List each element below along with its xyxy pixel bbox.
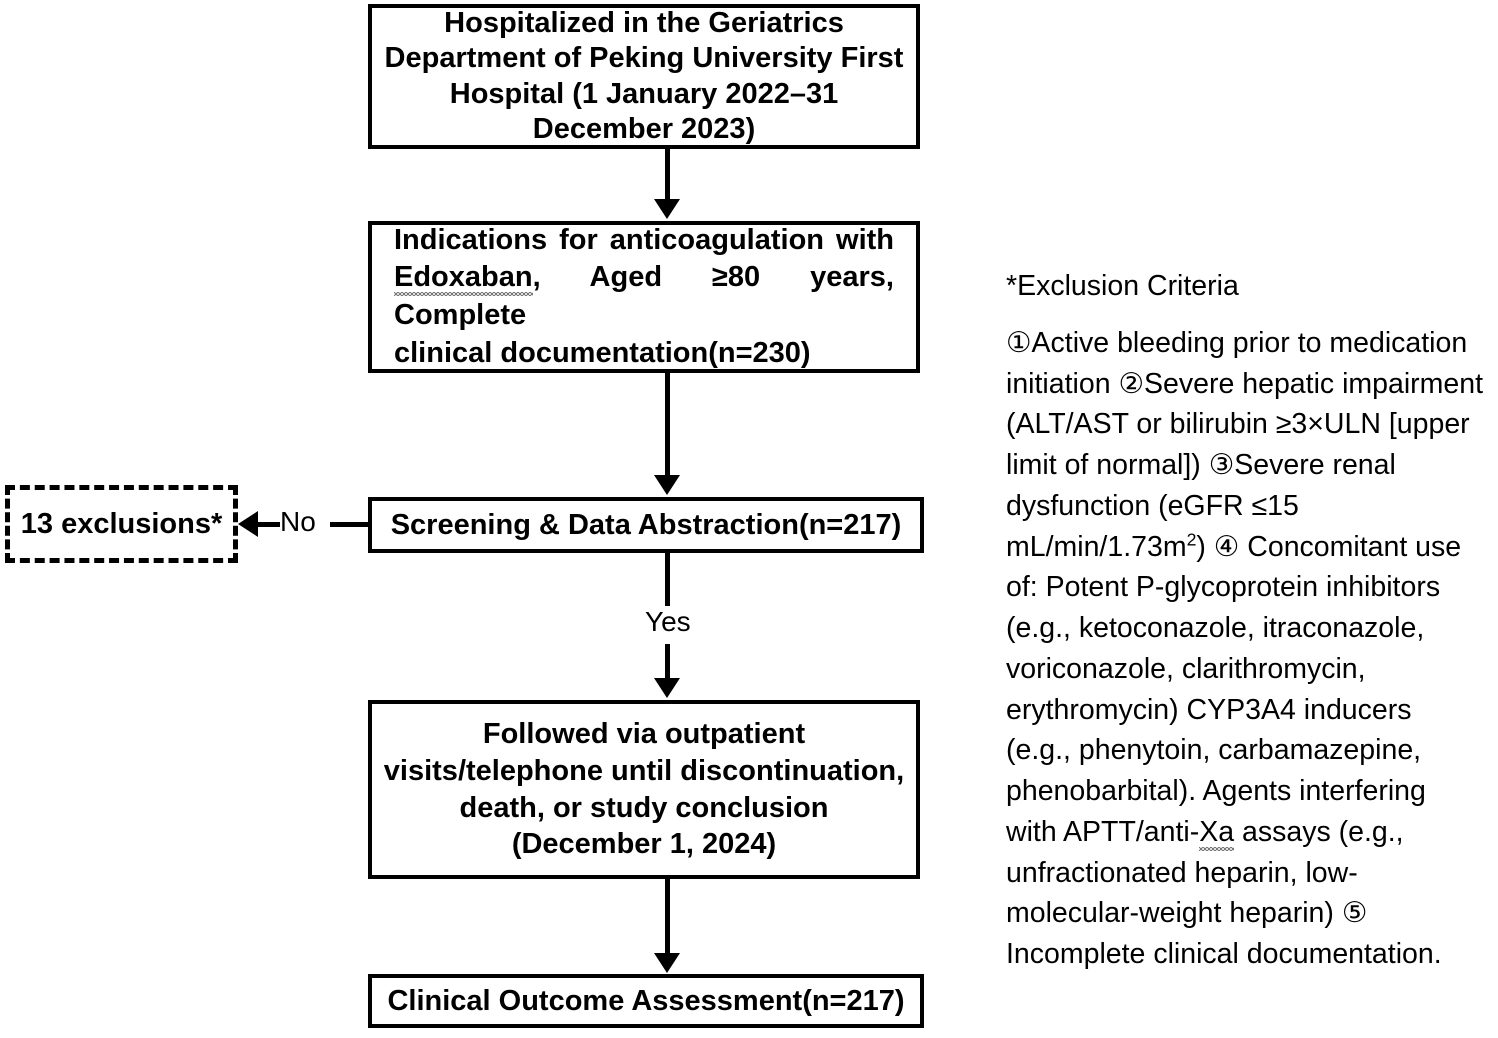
- connector-followup-to-outcome: [665, 879, 670, 956]
- criteria-body-superscript: 2: [1186, 529, 1197, 549]
- flow-node-exclusions: 13 exclusions*: [5, 485, 238, 563]
- flow-node-indications-label: Indications for anticoagulation with Edo…: [372, 222, 916, 373]
- flow-node-exclusions-label: 13 exclusions*: [20, 507, 223, 540]
- connector-hospitalized-to-indications: [665, 149, 670, 202]
- flow-node-indications: Indications for anticoagulation with Edo…: [368, 221, 920, 373]
- flow-node-followup-label: Followed via outpatient visits/telephone…: [383, 718, 905, 861]
- flow-node-screening-label: Screening & Data Abstraction(n=217): [390, 508, 902, 541]
- flow-node-hospitalized-label: Hospitalized in the Geriatrics Departmen…: [384, 6, 904, 145]
- criteria-body-part-1: ①Active bleeding prior to medication ini…: [1006, 326, 1484, 563]
- flow-node-outcome-label: Clinical Outcome Assessment(n=217): [387, 984, 905, 1017]
- indications-line-2-rest: , Aged ≥80 years, Complete: [394, 261, 894, 331]
- connector-screening-to-exclusions-left: [258, 522, 280, 527]
- connector-screening-to-followup-upper: [665, 553, 670, 610]
- arrowhead-down-screening: [654, 475, 680, 495]
- connector-screening-to-exclusions-right: [330, 522, 370, 527]
- exclusion-criteria-title: *Exclusion Criteria: [1006, 270, 1239, 302]
- edge-label-no: No: [276, 506, 320, 538]
- arrowhead-down-indications: [654, 199, 680, 219]
- exclusion-criteria-body: ①Active bleeding prior to medication ini…: [1006, 323, 1484, 975]
- indications-line-1: Indications for anticoagulation with: [394, 223, 894, 256]
- criteria-body-part-2: ) ④ Concomitant use of: Potent P-glycopr…: [1006, 530, 1462, 848]
- flow-node-outcome: Clinical Outcome Assessment(n=217): [368, 974, 924, 1028]
- arrowhead-down-outcome: [654, 953, 680, 973]
- flow-node-screening: Screening & Data Abstraction(n=217): [368, 497, 924, 553]
- indications-line-3: clinical documentation(n=230): [394, 336, 811, 369]
- indications-line-2: Edoxaban, Aged ≥80 years, Complete: [394, 259, 894, 334]
- arrowhead-left-exclusions: [238, 511, 258, 537]
- edge-label-yes: Yes: [641, 606, 695, 638]
- connector-screening-to-followup-lower: [665, 644, 670, 680]
- arrowhead-down-followup: [654, 678, 680, 698]
- spellcheck-word-edoxaban: Edoxaban: [394, 261, 533, 294]
- criteria-body-part-3: assays (e.g., unfractionated heparin, lo…: [1006, 815, 1442, 970]
- flow-node-followup: Followed via outpatient visits/telephone…: [368, 700, 920, 879]
- spellcheck-word-xa: Xa: [1199, 815, 1235, 848]
- flow-node-hospitalized: Hospitalized in the Geriatrics Departmen…: [368, 4, 920, 149]
- connector-indications-to-screening: [665, 373, 670, 478]
- exclusion-criteria-block: *Exclusion Criteria ①Active bleeding pri…: [1006, 266, 1484, 975]
